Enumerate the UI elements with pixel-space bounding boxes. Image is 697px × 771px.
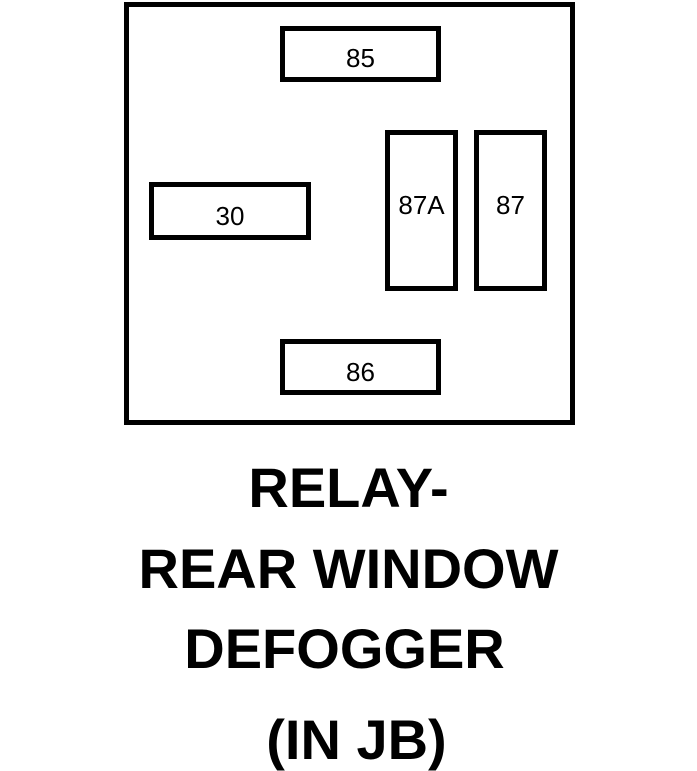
caption-line-2: REAR WINDOW: [138, 537, 559, 600]
terminal-87: 87: [474, 130, 547, 291]
terminal-85: 85: [280, 26, 441, 82]
terminal-87a-label: 87A: [398, 189, 445, 220]
terminal-30: 30: [149, 182, 311, 240]
terminal-86: 86: [280, 339, 441, 395]
terminal-87-label: 87: [496, 189, 525, 220]
terminal-30-label: 30: [215, 201, 245, 231]
relay-body-outline: [124, 2, 575, 425]
caption-line-4: (IN JB): [266, 708, 447, 771]
caption-line-3: DEFOGGER: [184, 617, 505, 680]
terminal-86-label: 86: [346, 357, 375, 387]
terminal-85-label: 85: [346, 43, 375, 73]
terminal-87a: 87A: [385, 130, 458, 291]
caption-line-1: RELAY-: [248, 456, 449, 519]
